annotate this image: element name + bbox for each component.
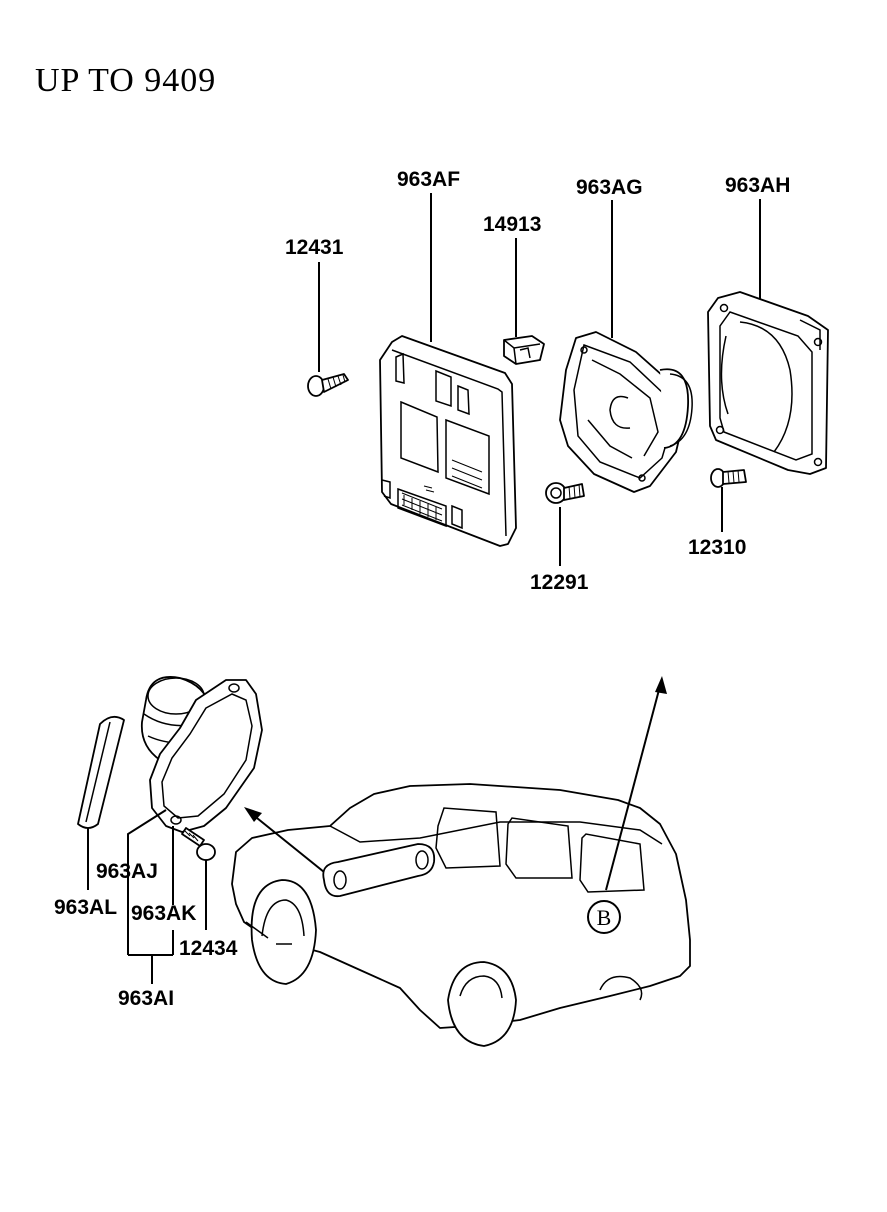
vehicle-icon	[231, 783, 691, 1047]
arrow-to-detail-b	[605, 685, 661, 891]
screw-12291-icon	[545, 482, 585, 504]
part-label-12431: 12431	[285, 236, 344, 259]
part-label-963al: 963AL	[54, 896, 117, 919]
callout-b-circle	[587, 900, 621, 934]
clip-14913-icon	[503, 335, 545, 365]
callout-b-label: B	[597, 905, 612, 930]
front-speaker-963ag-icon	[559, 331, 693, 493]
part-label-963ak: 963AK	[131, 902, 196, 925]
part-label-12310: 12310	[688, 536, 746, 559]
part-label-963ah: 963AH	[725, 174, 790, 197]
part-label-963ag: 963AG	[576, 176, 643, 199]
arrowhead-rear-speaker-icon	[244, 807, 262, 822]
screw-12434-icon	[181, 827, 216, 861]
rear-trim-963al-icon	[77, 715, 125, 829]
part-label-12291: 12291	[530, 571, 589, 594]
part-label-12434: 12434	[179, 937, 238, 960]
screw-12310-icon	[710, 468, 747, 488]
rear-speaker-icon	[140, 676, 263, 833]
arrow-to-rear-speaker	[251, 813, 325, 873]
arrowhead-detail-b-icon	[655, 676, 667, 694]
part-label-14913: 14913	[483, 213, 541, 236]
speaker-grille-963af-icon	[379, 335, 517, 547]
page-title: UP TO 9409	[35, 62, 216, 99]
part-label-963aj: 963AJ	[96, 860, 158, 883]
leader-line-963aj	[127, 809, 167, 955]
screw-12431-icon	[307, 373, 349, 397]
part-label-963af: 963AF	[397, 168, 460, 191]
part-label-963ai: 963AI	[118, 987, 174, 1010]
speaker-bracket-963ah-icon	[707, 291, 829, 475]
